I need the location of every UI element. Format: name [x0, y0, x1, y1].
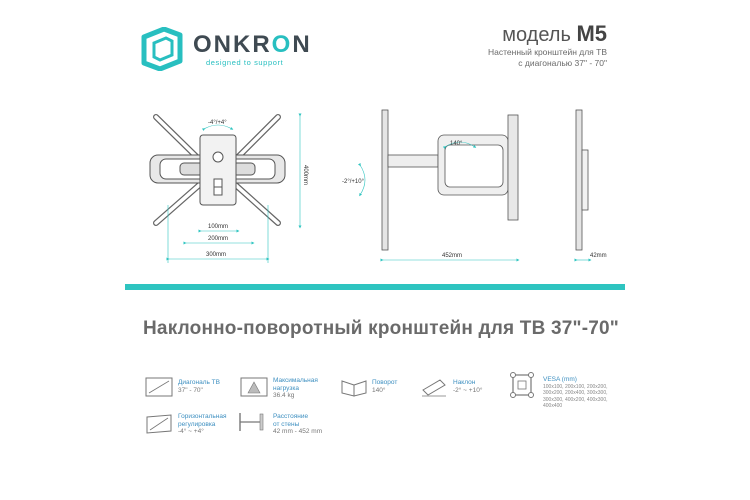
front-view	[149, 114, 286, 226]
swivel-dim: 140°	[450, 141, 463, 147]
spec-vesa: VESA (mm) 100x100, 200x100, 200x200, 300…	[543, 376, 608, 409]
width-100-dim: 100mm	[208, 224, 228, 230]
onkron-logo-icon	[141, 27, 183, 71]
spec-wall-distance: Расстояние от стены 42 mm - 452 mm	[273, 413, 323, 435]
depth-min-dim: 42mm	[590, 253, 607, 259]
tilt-dim: -2°/+10°	[342, 179, 365, 185]
product-heading: Наклонно-поворотный кронштейн для ТВ 37"…	[143, 318, 620, 339]
brand-tagline: designed to support	[206, 58, 284, 67]
side-view-extended	[381, 109, 519, 251]
width-300-dim: 300mm	[206, 252, 226, 258]
spec-swivel: Поворот 140°	[372, 379, 398, 394]
side-view-folded	[575, 109, 589, 251]
tilt-icon	[422, 379, 446, 397]
spec-horizontal-adjust: Горизонтальная регулировка -4° ~ +4°	[178, 413, 227, 435]
rotation-dim: -4°/+4°	[208, 120, 227, 126]
spec-tilt: Наклон -2° ~ +10°	[453, 379, 483, 394]
vesa-icon	[510, 372, 534, 398]
swivel-icon	[341, 380, 367, 397]
spec-max-load: Максимальная нагрузка 36.4 kg	[273, 377, 318, 399]
technical-drawing: -4°/+4° 100mm 200mm 300mm 400mm -2°/+10°…	[149, 109, 607, 263]
horizontal-adjust-icon	[146, 414, 172, 434]
max-load-icon	[240, 377, 268, 397]
model-title: модель M5	[502, 21, 607, 46]
product-subtitle: Настенный кронштейн для ТВ с диагональю …	[487, 47, 607, 68]
accent-divider	[125, 284, 625, 290]
tv-diagonal-icon	[145, 377, 173, 397]
brand-name: ONKRON	[193, 31, 312, 58]
spec-diagonal: Диагональ ТВ 37" - 70"	[178, 379, 220, 394]
depth-max-dim: 452mm	[442, 253, 462, 259]
wall-distance-icon	[239, 413, 264, 431]
height-400-dim: 400mm	[302, 165, 308, 185]
width-200-dim: 200mm	[208, 236, 228, 242]
